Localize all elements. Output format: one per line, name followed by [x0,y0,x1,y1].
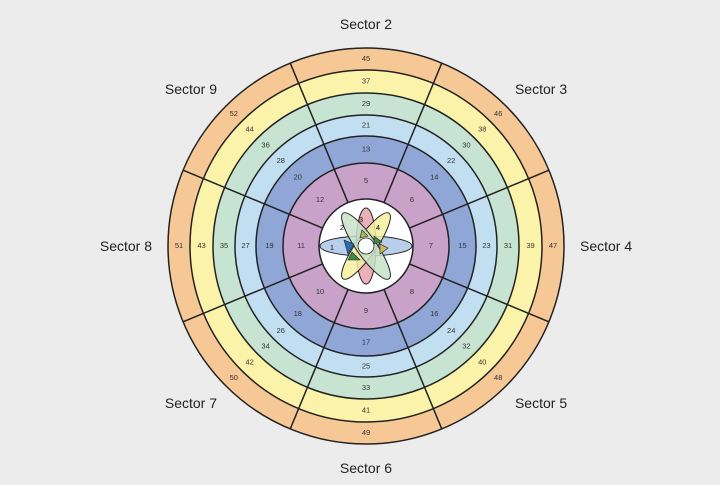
wedge-olive [359,229,369,239]
cell-number: 33 [362,383,370,392]
cell-number: 31 [504,241,512,250]
cell-number: 38 [478,125,486,134]
sector-divider [182,169,323,229]
center-number: 3 [359,215,363,224]
cell-number: 40 [478,357,486,366]
cell-number: 20 [294,173,302,182]
cell-number: 39 [526,241,534,250]
sector-labels: Sector 2 Sector 3 Sector 4 Sector 5 Sector 6… [100,16,632,476]
sector-divider [409,263,550,323]
cell-number: 45 [362,54,370,63]
wedge-green [347,251,361,261]
cell-number: 46 [494,109,502,118]
cell-number: 27 [241,241,249,250]
center-number: 4 [376,223,380,232]
cell-number: 32 [462,341,470,350]
sector-divider [182,263,323,323]
cell-number: 15 [458,241,466,250]
cell-number: 9 [364,306,368,315]
sector-label: Sector 4 [580,238,632,254]
wedge-green [373,235,383,245]
sector-dividers [182,62,550,430]
cell-number: 29 [362,99,370,108]
cell-number: 50 [230,373,238,382]
cell-number: 51 [175,241,183,250]
cell-number: 35 [220,241,228,250]
sector-label: Sector 2 [340,16,392,32]
wedge-gold [379,243,389,255]
cell-number: 17 [362,337,370,346]
sector-label: Sector 9 [165,81,217,97]
sector-label: Sector 6 [340,460,392,476]
cell-number: 13 [362,144,370,153]
cell-number: 5 [364,176,368,185]
cell-number: 12 [316,195,324,204]
cell-number: 25 [362,361,370,370]
cell-number: 24 [447,326,455,335]
center-number: 2 [340,223,344,232]
cell-number: 49 [362,428,370,437]
sector-label: Sector 3 [515,81,567,97]
cell-number: 26 [277,326,285,335]
center-number: 1 [330,243,334,252]
cell-number: 41 [362,405,370,414]
cell-number: 22 [447,156,455,165]
cell-number: 8 [410,287,414,296]
cell-number: 47 [549,241,557,250]
center-dot [357,237,375,255]
cell-number: 42 [246,357,254,366]
cell-number: 6 [410,195,414,204]
cell-number: 21 [362,120,370,129]
cell-number: 16 [430,309,438,318]
sector-divider [409,169,550,229]
cell-number: 44 [246,125,254,134]
cell-number: 28 [277,156,285,165]
cell-number: 48 [494,373,502,382]
wedge-blue [343,239,355,255]
cell-number: 14 [430,173,438,182]
cell-number: 10 [316,287,324,296]
cell-number: 34 [261,341,269,350]
sector-label: Sector 7 [165,395,217,411]
cell-number: 11 [297,241,305,250]
sector-divider [383,289,443,430]
cell-number: 7 [429,241,433,250]
cell-number: 23 [482,241,490,250]
cell-number: 43 [197,241,205,250]
cell-number: 52 [230,109,238,118]
sector-divider [289,289,349,430]
cell-number: 37 [362,76,370,85]
cell-number: 36 [261,141,269,150]
sector-divider [383,62,443,203]
cell-number: 18 [294,309,302,318]
sector-label: Sector 8 [100,238,152,254]
center-flower: 1 2 3 4 [319,207,413,285]
sector-label: Sector 5 [515,395,567,411]
cell-number: 30 [462,141,470,150]
cell-number: 19 [265,241,273,250]
sector-divider [289,62,349,203]
